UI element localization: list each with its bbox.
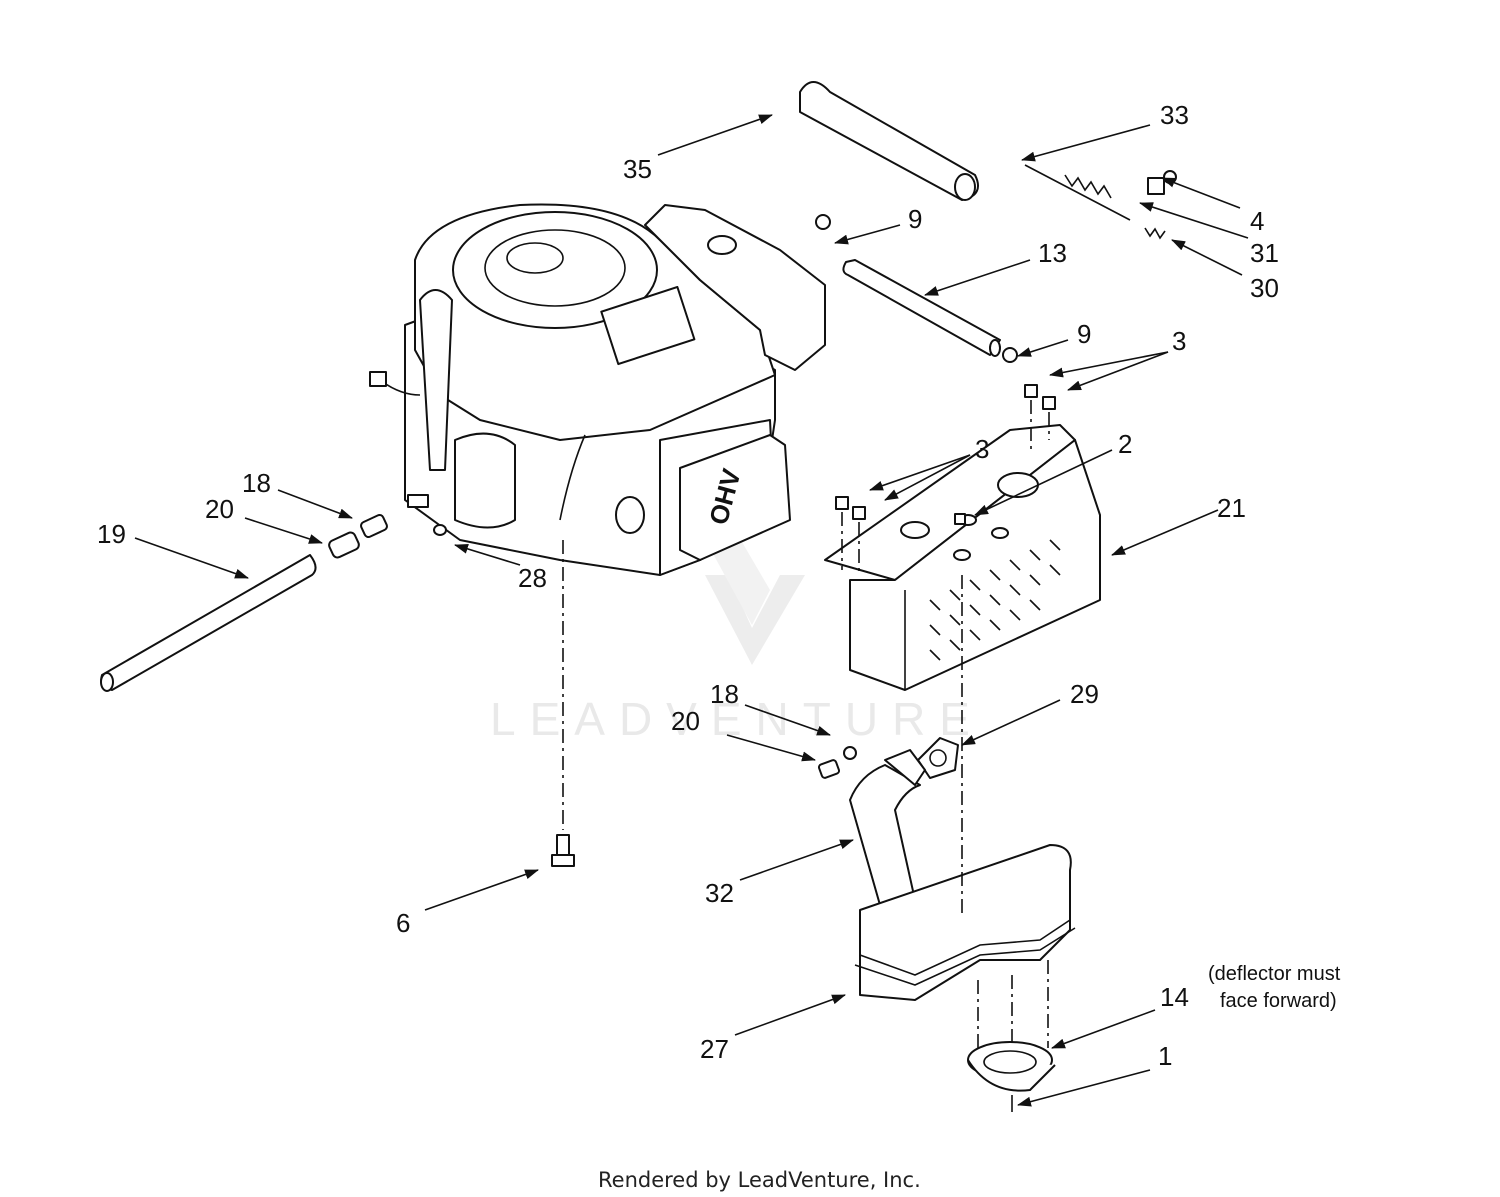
callout-20-lower: 20	[671, 706, 700, 736]
note-line-1: (deflector must	[1208, 963, 1341, 985]
callout-14: 14	[1160, 982, 1189, 1012]
bolts	[835, 384, 1056, 575]
callout-3-right: 3	[1172, 326, 1186, 356]
callout-9-upper: 9	[908, 204, 922, 234]
callout-9-lower: 9	[1077, 319, 1091, 349]
foam-tube-35	[799, 81, 979, 201]
footer-credit: Rendered by LeadVenture, Inc.	[598, 1168, 921, 1192]
note-line-2: face forward)	[1220, 990, 1337, 1012]
callout-18-lower: 18	[710, 679, 739, 709]
leader-lines	[134, 114, 1249, 1107]
callout-21: 21	[1217, 493, 1246, 523]
callout-30: 30	[1250, 273, 1279, 303]
callout-1: 1	[1158, 1041, 1172, 1071]
callout-labels: 35 33 4 31 30 9 13 9 3 3 2 21 18 20 19 2…	[97, 100, 1279, 1071]
callout-28: 28	[518, 563, 547, 593]
callout-18-left: 18	[242, 468, 271, 498]
callout-32: 32	[705, 878, 734, 908]
callout-35: 35	[623, 154, 652, 184]
callout-6: 6	[396, 908, 410, 938]
callout-2: 2	[1118, 429, 1132, 459]
callout-20-left: 20	[205, 494, 234, 524]
gasket-29	[817, 737, 959, 779]
callout-3-left: 3	[975, 434, 989, 464]
muffler-27	[854, 844, 1076, 1001]
callout-29: 29	[1070, 679, 1099, 709]
callout-4: 4	[1250, 206, 1264, 236]
tube-13	[815, 214, 1018, 363]
spring-assembly	[1024, 164, 1177, 240]
engine: OHV	[369, 203, 826, 576]
deflector-14	[967, 960, 1056, 1112]
heat-shield-21	[824, 424, 1101, 691]
tube-19	[100, 513, 388, 692]
callout-19: 19	[97, 519, 126, 549]
callout-33: 33	[1160, 100, 1189, 130]
callout-13: 13	[1038, 238, 1067, 268]
callout-27: 27	[700, 1034, 729, 1064]
exhaust-pipe-32	[849, 749, 926, 910]
callout-31: 31	[1250, 238, 1279, 268]
bolt-6	[551, 540, 575, 867]
deflector-note: (deflector must face forward)	[1208, 963, 1341, 1012]
